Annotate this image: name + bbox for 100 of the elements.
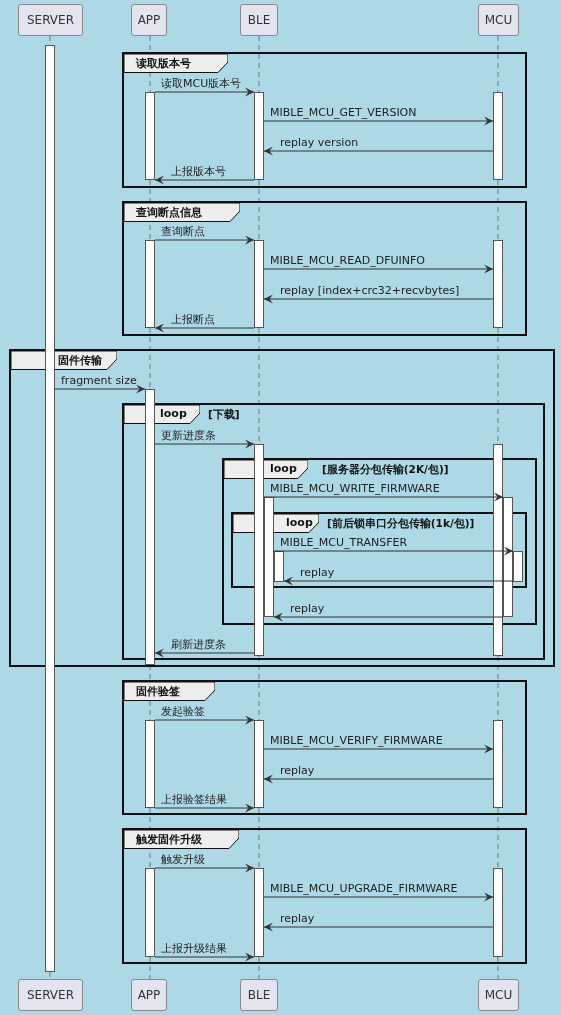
participant-box: BLE bbox=[240, 979, 278, 1011]
message-label: MIBLE_MCU_GET_VERSION bbox=[270, 106, 417, 119]
arrow bbox=[154, 235, 255, 245]
arrow bbox=[154, 863, 255, 873]
participant-box: SERVER bbox=[18, 979, 83, 1011]
arrow bbox=[263, 744, 494, 754]
arrow bbox=[263, 294, 494, 304]
message-label: replay bbox=[280, 912, 315, 925]
message-label: 更新进度条 bbox=[161, 429, 216, 442]
lifeline bbox=[258, 179, 260, 241]
message-label: 触发升级 bbox=[161, 853, 205, 866]
arrow bbox=[263, 146, 494, 156]
message-label: replay bbox=[300, 566, 335, 579]
activation-bar bbox=[145, 868, 155, 957]
activation-bar bbox=[254, 720, 264, 808]
message-label: 上报断点 bbox=[171, 313, 215, 326]
activation-bar bbox=[254, 240, 264, 328]
activation-bar bbox=[493, 92, 503, 180]
activation-bar bbox=[493, 720, 503, 808]
arrow bbox=[263, 492, 504, 502]
message-label: replay version bbox=[280, 136, 359, 149]
activation-bar bbox=[254, 868, 264, 957]
participant-box: APP bbox=[131, 979, 167, 1011]
activation-bar bbox=[493, 868, 503, 957]
lifeline bbox=[149, 664, 151, 721]
loop-condition: [下载] bbox=[208, 408, 240, 422]
arrow bbox=[263, 116, 494, 126]
loop-condition: [前后锁串口分包传输(1k/包)] bbox=[327, 517, 475, 531]
message-label: MIBLE_MCU_TRANSFER bbox=[280, 536, 408, 549]
frame-title: 触发固件升级 bbox=[136, 832, 202, 847]
loop-frame bbox=[222, 458, 537, 625]
arrow bbox=[154, 175, 255, 185]
participant-box: SERVER bbox=[18, 4, 83, 36]
activation-bar bbox=[254, 92, 264, 180]
lifeline bbox=[497, 35, 499, 93]
lifeline bbox=[258, 35, 260, 93]
loop-frame bbox=[231, 512, 527, 588]
lifeline bbox=[497, 655, 499, 721]
arrow bbox=[263, 892, 494, 902]
message-label: replay bbox=[290, 602, 325, 615]
message-label: MIBLE_MCU_WRITE_FIRMWARE bbox=[270, 482, 440, 495]
frame-title: 固件传输 bbox=[58, 353, 102, 368]
lifeline bbox=[497, 956, 499, 980]
frame-title: loop bbox=[270, 462, 297, 475]
group-frame bbox=[122, 680, 527, 815]
arrow bbox=[273, 546, 514, 556]
activation-bar bbox=[274, 551, 284, 582]
group-frame bbox=[9, 349, 555, 667]
message-label: MIBLE_MCU_READ_DFUINFO bbox=[270, 254, 425, 267]
message-label: 查询断点 bbox=[161, 225, 205, 238]
arrow bbox=[263, 264, 494, 274]
arrow bbox=[154, 439, 255, 449]
arrow bbox=[54, 384, 146, 394]
arrow bbox=[154, 323, 255, 333]
activation-bar bbox=[513, 551, 523, 582]
message-label: replay [index+crc32+recvbytes] bbox=[280, 284, 460, 297]
activation-bar bbox=[145, 720, 155, 808]
lifeline bbox=[149, 327, 151, 390]
participant-box: BLE bbox=[240, 4, 278, 36]
arrow bbox=[154, 715, 255, 725]
participant-box: MCU bbox=[478, 979, 519, 1011]
message-label: fragment size bbox=[61, 374, 137, 387]
message-label: MIBLE_MCU_UPGRADE_FIRMWARE bbox=[270, 882, 458, 895]
message-label: 上报验签结果 bbox=[161, 793, 227, 806]
arrow bbox=[283, 576, 514, 586]
frame-title: 查询断点信息 bbox=[136, 205, 202, 220]
lifeline bbox=[49, 971, 51, 980]
activation-bar bbox=[493, 240, 503, 328]
loop-condition: [服务器分包传输(2K/包)] bbox=[322, 463, 449, 477]
activation-bar bbox=[145, 240, 155, 328]
frame-title: loop bbox=[160, 407, 187, 420]
loop-frame bbox=[122, 403, 545, 660]
lifeline bbox=[258, 655, 260, 721]
activation-bar bbox=[503, 497, 513, 617]
message-label: 刷新进度条 bbox=[171, 638, 226, 651]
lifeline bbox=[497, 179, 499, 241]
activation-bar bbox=[493, 444, 503, 656]
activation-bar bbox=[264, 497, 274, 617]
activation-bar bbox=[254, 444, 264, 656]
message-label: replay bbox=[280, 764, 315, 777]
activation-bar bbox=[45, 45, 55, 972]
arrow bbox=[154, 803, 255, 813]
lifeline bbox=[149, 35, 151, 93]
message-label: 上报版本号 bbox=[171, 165, 226, 178]
lifeline bbox=[149, 956, 151, 980]
message-label: 发起验签 bbox=[161, 705, 205, 718]
arrow bbox=[154, 87, 255, 97]
frame-title: loop bbox=[286, 516, 313, 529]
message-label: 读取MCU版本号 bbox=[161, 77, 242, 90]
activation-bar bbox=[145, 389, 155, 665]
message-label: 上报升级结果 bbox=[161, 942, 227, 955]
group-frame bbox=[122, 201, 527, 336]
lifeline bbox=[497, 807, 499, 869]
arrow bbox=[154, 648, 255, 658]
arrow bbox=[263, 774, 494, 784]
message-label: MIBLE_MCU_VERIFY_FIRMWARE bbox=[270, 734, 443, 747]
activation-bar bbox=[145, 92, 155, 180]
participant-box: MCU bbox=[478, 4, 519, 36]
frame-title: 固件验签 bbox=[136, 684, 180, 699]
lifeline bbox=[258, 807, 260, 869]
